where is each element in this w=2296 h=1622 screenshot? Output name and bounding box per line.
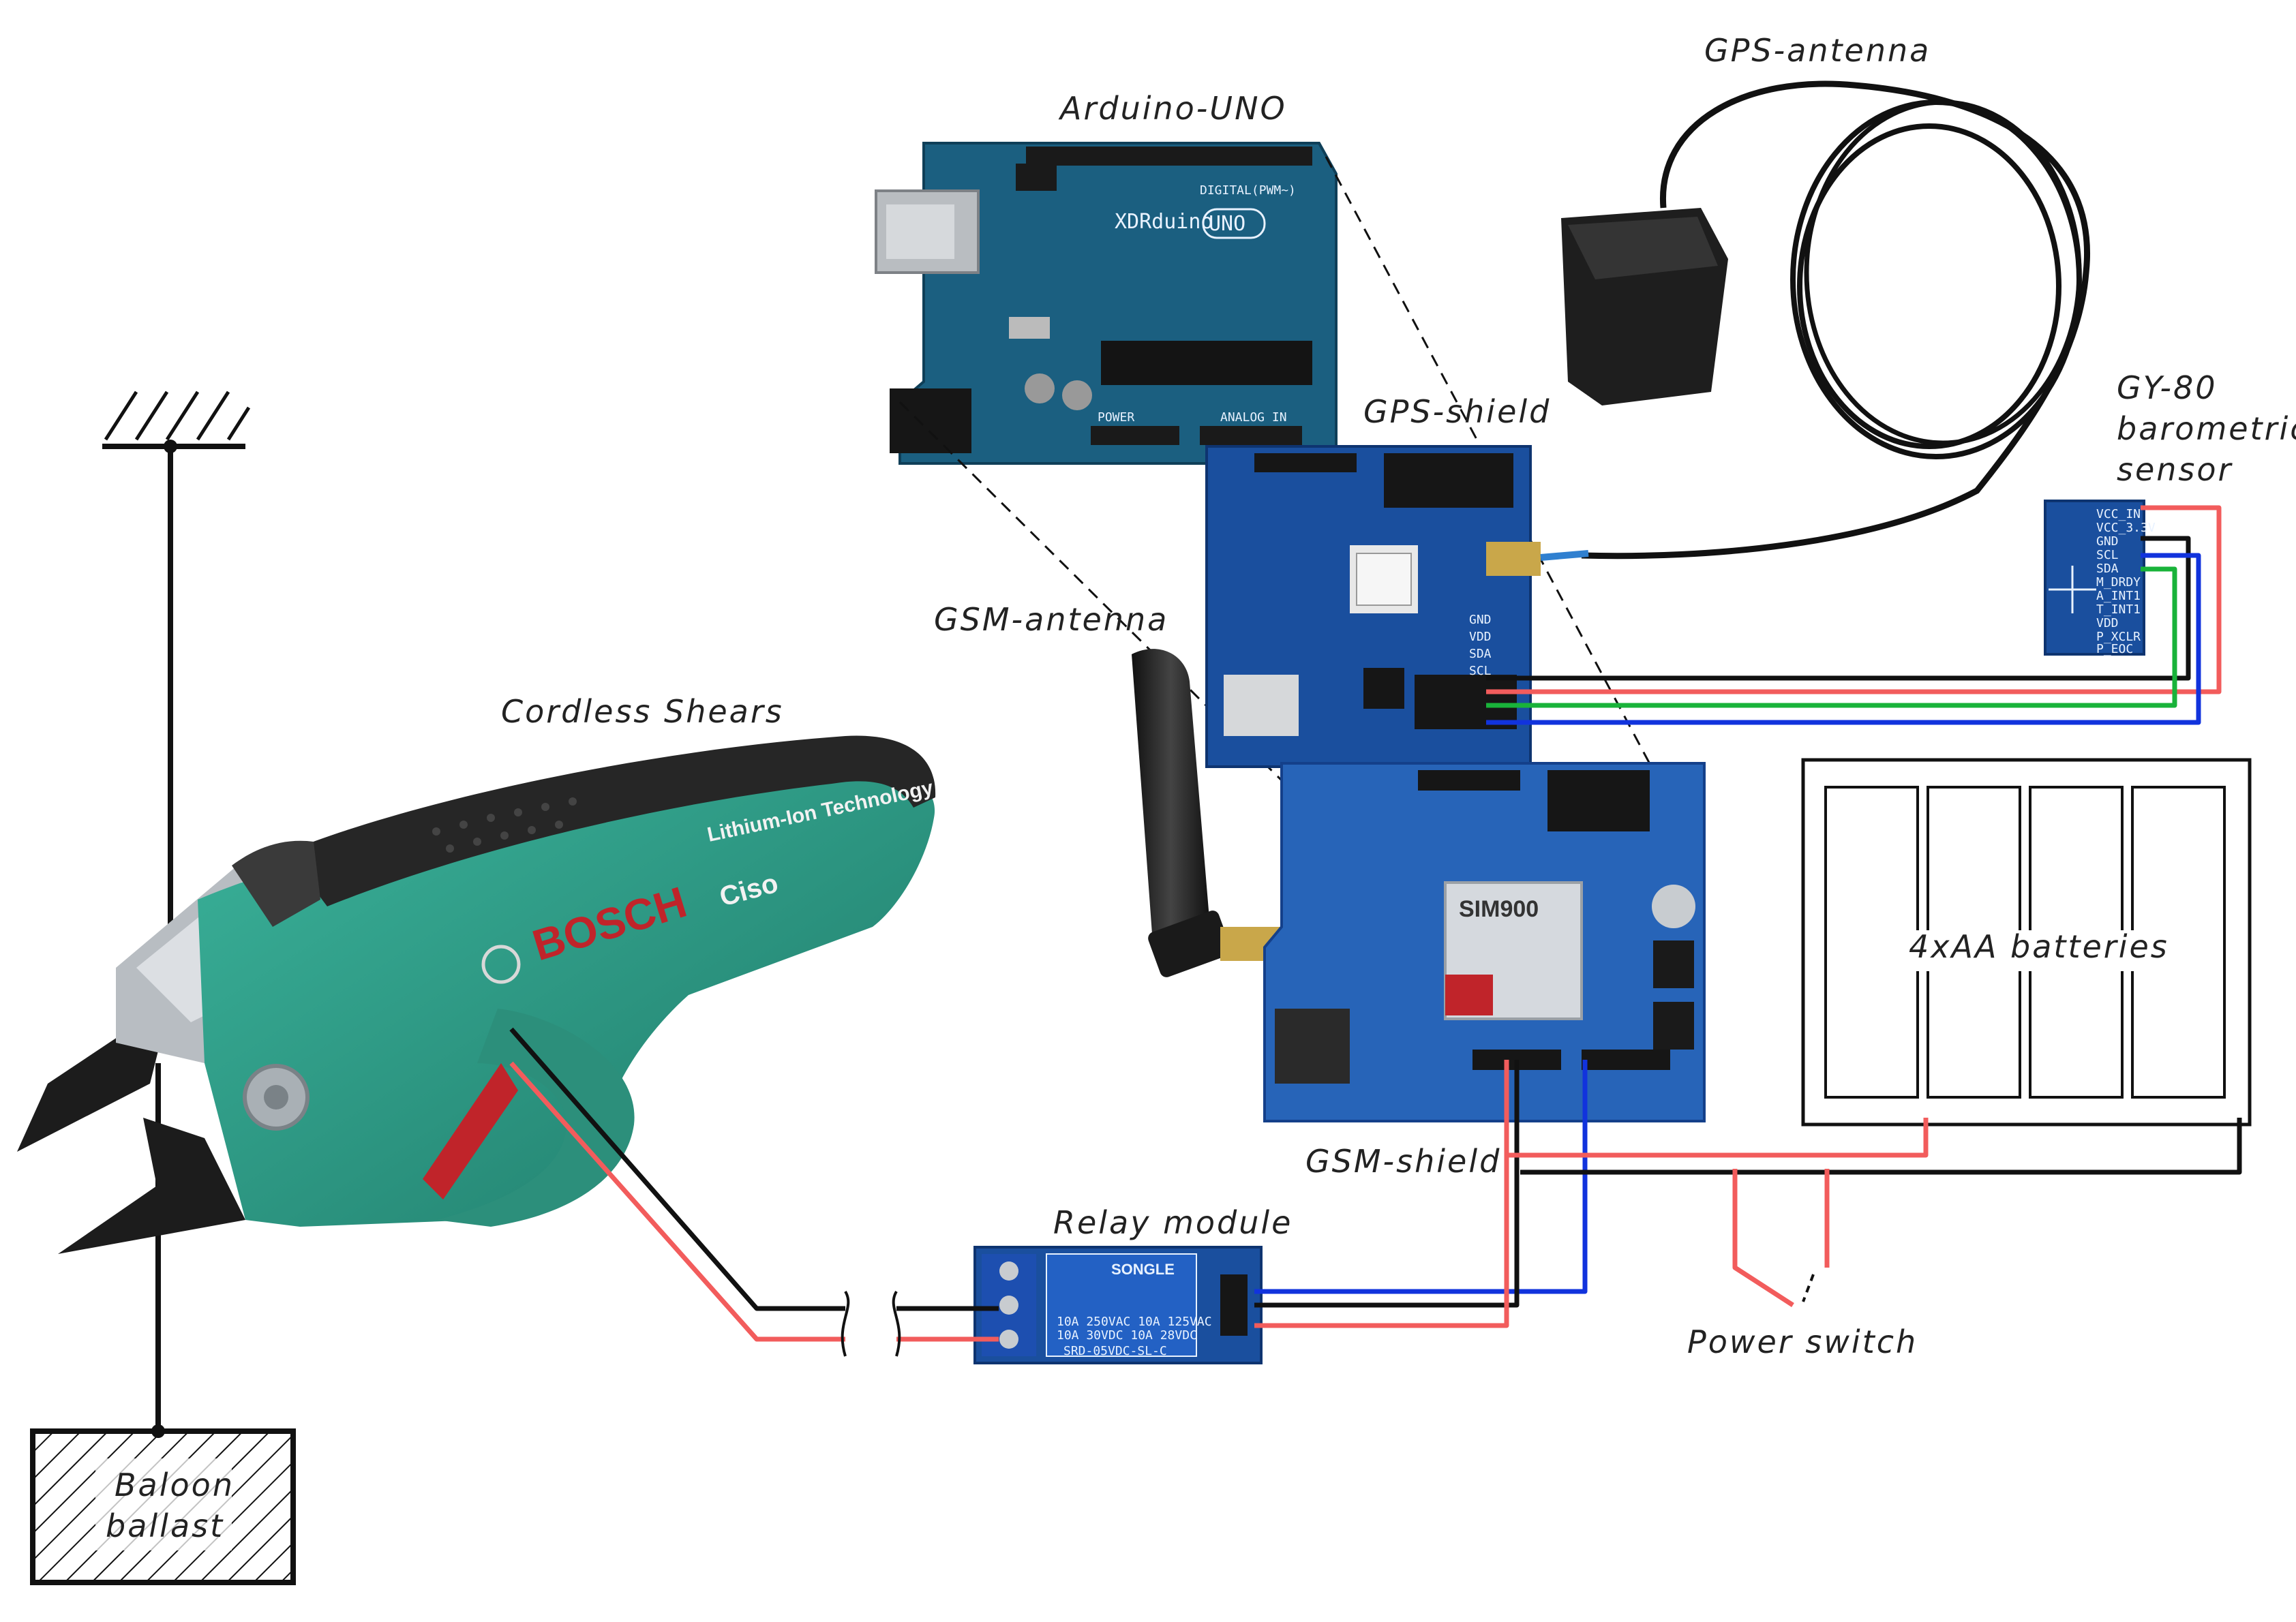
wire-power-red xyxy=(1507,1118,1929,1158)
wire-shears-red xyxy=(509,1061,845,1342)
wire-i2c-blue xyxy=(1486,553,2201,725)
gps-shield-label: GPS-shield xyxy=(1363,393,1551,430)
gsm-shield-label: GSM-shield xyxy=(1305,1143,1501,1180)
relay-cube xyxy=(1046,1253,1197,1357)
svg-text:M_DRDY: M_DRDY xyxy=(2096,575,2141,590)
gy80-label-1: GY-80 xyxy=(2117,369,2218,406)
relay-model-text: SRD-05VDC-SL-C xyxy=(1063,1344,1167,1358)
svg-text:A_INT1: A_INT1 xyxy=(2096,589,2141,603)
arduino-analog-text: ANALOG IN xyxy=(1220,410,1287,425)
wire-shears-black xyxy=(509,1027,845,1311)
gsm-antenna-label: GSM-antenna xyxy=(934,601,1168,638)
svg-text:VCC_IN: VCC_IN xyxy=(2096,507,2141,521)
battery-pack: 4xAA batteries xyxy=(1801,758,2252,1127)
svg-text:VCC_3.3V: VCC_3.3V xyxy=(2096,521,2156,535)
ballast-label-2: ballast xyxy=(106,1508,224,1544)
svg-text:SCL: SCL xyxy=(2096,548,2119,562)
wire-relay-black xyxy=(1254,1060,1520,1308)
batteries-label: 4xAA batteries xyxy=(1909,928,2169,965)
gsm-chip-text: SIM900 xyxy=(1459,896,1539,922)
cordless-shears-label: Cordless Shears xyxy=(501,693,784,730)
svg-text:SDA: SDA xyxy=(2096,562,2119,576)
ballast-label-1: Baloon xyxy=(115,1467,235,1503)
arduino-label: Arduino-UNO xyxy=(1058,90,1287,127)
wire-i2c-black xyxy=(1486,536,2191,681)
relay-module-label: Relay module xyxy=(1053,1204,1293,1241)
atmega-chip xyxy=(1101,341,1312,385)
cordless-shears: BOSCH Ciso Lithium-Ion Technology Cordle… xyxy=(17,693,936,1254)
svg-text:P_XCLR: P_XCLR xyxy=(2096,630,2141,644)
gps-pin-labels: GND VDD SDA SCL xyxy=(1469,613,1492,678)
digital-header xyxy=(1026,147,1312,166)
wire-i2c-red xyxy=(1486,505,2222,694)
gy80-label-3: sensor xyxy=(2117,451,2233,488)
arduino-brand-text: XDRduino xyxy=(1115,210,1213,234)
gps-antenna-label: GPS-antenna xyxy=(1704,32,1931,69)
svg-text:T_INT1: T_INT1 xyxy=(2096,602,2141,617)
arduino-digital-text: DIGITAL(PWM~) xyxy=(1200,183,1296,198)
gps-antenna: GPS-antenna xyxy=(1540,32,2090,561)
bosch-logo-icon xyxy=(481,945,521,984)
svg-text:SDA: SDA xyxy=(1469,647,1492,661)
shears-handle xyxy=(436,1009,635,1227)
analog-header xyxy=(1200,426,1302,445)
gy80-label-2: barometric xyxy=(2117,410,2296,447)
gsm-shield-board: SIM900 GSM-shield xyxy=(1263,762,1706,1180)
sma-connector xyxy=(1486,542,1541,576)
shears-lower-blade xyxy=(58,1118,245,1254)
wire-i2c-green xyxy=(1486,566,2177,708)
compass-axes-icon xyxy=(2049,566,2096,613)
wire-switch-left xyxy=(1732,1169,1794,1307)
power-header xyxy=(1091,426,1179,445)
ceiling-hatch xyxy=(104,391,251,441)
wire-power-black xyxy=(1520,1118,2242,1175)
power-switch-label: Power switch xyxy=(1687,1323,1918,1360)
relay-spec-2: 10A 30VDC 10A 28VDC xyxy=(1057,1328,1197,1343)
gsm-antenna-whip xyxy=(1132,649,1210,947)
balloon-ballast: Baloon ballast xyxy=(30,1428,296,1585)
arduino-power-text: POWER xyxy=(1098,410,1134,425)
svg-text:VDD: VDD xyxy=(2096,616,2119,630)
wire-relay-red xyxy=(1254,1060,1509,1328)
relay-brand-text: SONGLE xyxy=(1111,1261,1175,1278)
relay-module: SONGLE 10A 250VAC 10A 125VAC 10A 30VDC 1… xyxy=(973,1204,1293,1364)
shears-grip xyxy=(286,735,936,906)
wires xyxy=(509,505,2242,1357)
svg-text:SCL: SCL xyxy=(1469,664,1492,678)
svg-text:GND: GND xyxy=(2096,534,2119,549)
gps-shield-board: GND VDD SDA SCL GPS-shield xyxy=(1205,393,1551,768)
dc-jack xyxy=(890,388,971,453)
gsm-antenna: GSM-antenna xyxy=(934,601,1309,977)
wire-relay-blue xyxy=(1254,1060,1588,1294)
arduino-uno-text: UNO xyxy=(1209,212,1245,236)
svg-text:VDD: VDD xyxy=(1469,630,1492,644)
svg-text:GND: GND xyxy=(1469,613,1492,627)
gy80-sensor: VCC_IN VCC_3.3V GND SCL SDA M_DRDY A_INT… xyxy=(2044,369,2296,656)
wire-break-marks xyxy=(841,1290,901,1357)
arduino-uno-board: XDRduino UNO DIGITAL(PWM~) POWER ANALOG … xyxy=(875,90,1338,465)
gy80-pin-labels: VCC_IN VCC_3.3V GND SCL SDA M_DRDY A_INT… xyxy=(2096,507,2156,656)
svg-text:P_EOC: P_EOC xyxy=(2096,642,2133,656)
gps-antenna-cable xyxy=(1581,80,2090,560)
relay-spec-1: 10A 250VAC 10A 125VAC xyxy=(1057,1315,1212,1329)
